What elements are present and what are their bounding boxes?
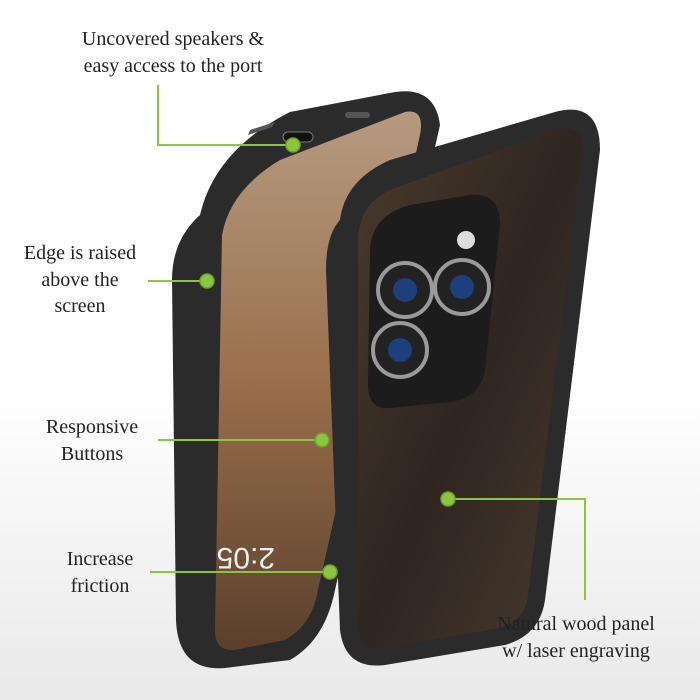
phone-back-view — [326, 109, 600, 666]
callout-text: Uncovered speakers & — [81, 28, 265, 50]
callout-text: above the — [41, 268, 119, 291]
callout-dots — [199, 137, 456, 580]
callout-dot-icon — [314, 432, 330, 448]
callout-text: Increase — [66, 548, 134, 570]
callout-text: Buttons — [60, 442, 124, 465]
callout-text: Responsive — [45, 416, 139, 438]
callout-dot-icon — [322, 564, 338, 580]
callout-wood: Natural wood panel w/ laser engraving — [497, 611, 655, 664]
callout-text: Edge is raised — [23, 242, 137, 264]
speaker-grille-icon — [248, 122, 275, 135]
callout-friction: Increase friction — [67, 546, 134, 599]
lock-screen-time: 2:05 — [217, 541, 275, 574]
callout-dot-icon — [440, 491, 456, 507]
callout-text: easy access to the port — [83, 54, 263, 77]
callout-text: Natural wood panel — [497, 613, 655, 635]
callout-lines — [148, 85, 586, 600]
callout-speakers: Uncovered speakers & easy access to the … — [82, 26, 264, 79]
callout-text: friction — [70, 574, 130, 597]
callout-buttons: Responsive Buttons — [46, 414, 138, 467]
flash-icon — [457, 231, 475, 249]
callout-edge: Edge is raised above the screen — [24, 240, 136, 320]
callout-text: w/ laser engraving — [502, 639, 650, 662]
callout-text: screen — [54, 295, 106, 317]
callout-dot-icon — [285, 137, 301, 153]
callout-dot-icon — [199, 273, 215, 289]
